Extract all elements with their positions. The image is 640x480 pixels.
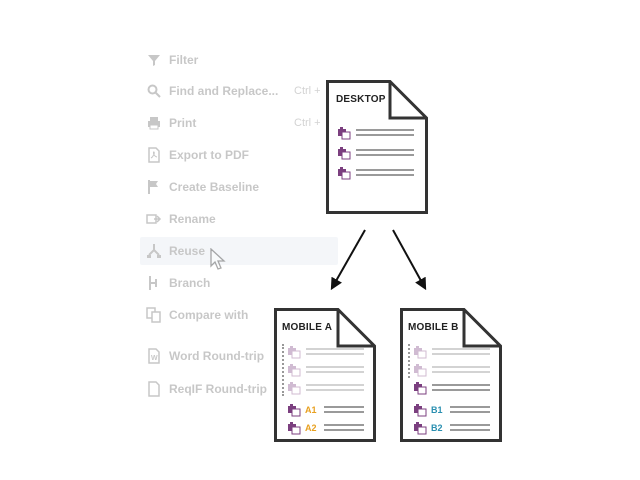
document-title: MOBILE B [408, 322, 459, 333]
mouse-cursor-icon [210, 248, 226, 270]
requirement-row-a2: A2 [287, 419, 319, 437]
text-lines [450, 424, 490, 434]
menu-item-label: Word Round-trip [169, 349, 265, 363]
variant-tag: B2 [431, 423, 443, 433]
brick-icon [287, 345, 301, 359]
shortcut-label: Ctrl + [294, 117, 321, 129]
brick-icon [413, 363, 427, 377]
document-mobile-b: MOBILE B B1 B2 [400, 308, 502, 442]
variant-tag: B1 [431, 405, 443, 415]
menu-item-label: Print [169, 116, 197, 130]
brick-icon [287, 381, 301, 395]
text-lines [356, 129, 414, 139]
brick-icon [337, 146, 351, 160]
flag-icon [146, 179, 162, 195]
menu-item-label: Filter [169, 53, 199, 67]
text-lines [306, 384, 364, 394]
brick-icon [337, 166, 351, 180]
brick-icon [413, 381, 427, 395]
text-lines [450, 406, 490, 416]
menu-item-export-pdf[interactable]: Export to PDF [140, 141, 338, 169]
text-lines [432, 366, 490, 376]
text-lines [356, 169, 414, 179]
menu-item-reuse[interactable]: Reuse [140, 237, 338, 265]
text-lines [324, 406, 364, 416]
arrow-to-mobile-a [330, 229, 366, 291]
variant-tag: A2 [305, 423, 317, 433]
brick-icon [413, 403, 427, 417]
brick-icon [287, 363, 301, 377]
requirement-row-b2: B2 [413, 419, 445, 437]
menu-item-print[interactable]: Print Ctrl + [140, 109, 338, 137]
menu-item-rename[interactable]: Rename [140, 205, 338, 233]
svg-text:W: W [151, 355, 158, 362]
rename-icon [146, 211, 162, 227]
requirement-row-faded [413, 343, 427, 361]
brick-icon [413, 345, 427, 359]
requirement-row-faded [287, 343, 301, 361]
requirement-row [337, 164, 351, 182]
document-title: DESKTOP [336, 94, 386, 105]
reuse-icon [146, 243, 162, 259]
branch-icon [146, 275, 162, 291]
menu-item-label: Reuse [169, 244, 206, 258]
requirement-row-faded [413, 361, 427, 379]
requirement-row [337, 124, 351, 142]
shortcut-label: Ctrl + [294, 85, 321, 97]
text-lines [432, 348, 490, 358]
menu-item-word-roundtrip[interactable]: W Word Round-trip [140, 342, 338, 370]
menu-item-filter[interactable]: Filter [140, 46, 338, 74]
pdf-icon [146, 147, 162, 163]
menu-item-branch[interactable]: Branch [140, 269, 338, 297]
requirement-row-b1: B1 [413, 401, 445, 419]
text-lines [306, 348, 364, 358]
filter-icon [146, 52, 162, 68]
variant-tag: A1 [305, 405, 317, 415]
menu-item-label: Create Baseline [169, 180, 260, 194]
brick-icon [337, 126, 351, 140]
document-title: MOBILE A [282, 322, 333, 333]
menu-item-find-replace[interactable]: Find and Replace... Ctrl + [140, 77, 338, 105]
requirement-row-a1: A1 [287, 401, 319, 419]
dotted-divider [408, 344, 410, 378]
menu-item-label: ReqIF Round-trip [169, 382, 267, 396]
menu-item-reqif-roundtrip[interactable]: ReqIF Round-trip [140, 375, 338, 403]
text-lines [324, 424, 364, 434]
text-lines [432, 384, 490, 394]
brick-icon [287, 403, 301, 417]
document-mobile-a: MOBILE A A1 A2 [274, 308, 376, 442]
menu-item-label: Rename [169, 212, 216, 226]
text-lines [306, 366, 364, 376]
brick-icon [287, 421, 301, 435]
search-icon [146, 83, 162, 99]
word-icon: W [146, 348, 162, 364]
requirement-row [337, 144, 351, 162]
dotted-divider [282, 344, 284, 396]
brick-icon [413, 421, 427, 435]
compare-icon [146, 307, 162, 323]
arrow-to-mobile-b [392, 229, 427, 291]
menu-item-label: Find and Replace... [169, 84, 279, 98]
requirement-row-faded [287, 361, 301, 379]
requirement-row [413, 379, 427, 397]
menu-item-label: Compare with [169, 308, 249, 322]
requirement-row-faded [287, 379, 301, 397]
menu-item-create-baseline[interactable]: Create Baseline [140, 173, 338, 201]
printer-icon [146, 115, 162, 131]
text-lines [356, 149, 414, 159]
menu-item-label: Branch [169, 276, 211, 290]
menu-item-compare[interactable]: Compare with [140, 301, 338, 329]
document-icon [146, 381, 162, 397]
document-desktop: DESKTOP [326, 80, 428, 214]
document-sheet-icon [326, 80, 428, 214]
menu-item-label: Export to PDF [169, 148, 249, 162]
